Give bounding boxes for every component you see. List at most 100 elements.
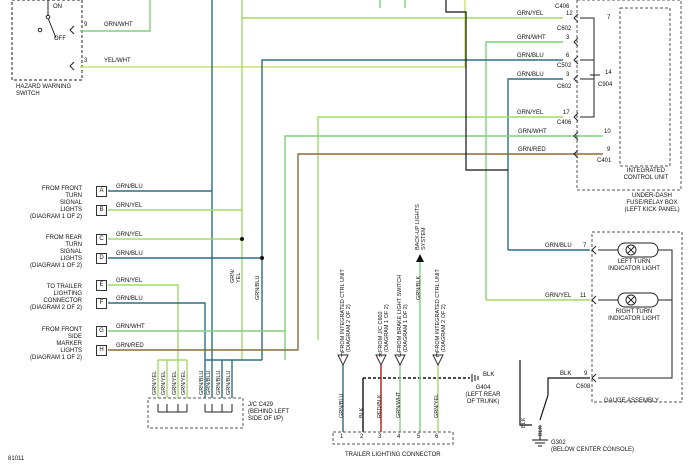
connector-c608: C608 [576,384,591,390]
trailer-src-text-1: FROM INTEGRATED CTRL UNIT (DIAGRAM 2 OF … [340,269,352,352]
wire-grn-yel-17 [317,116,563,340]
switch-pin-3: 3 [84,58,88,64]
trailer-source-arrows [337,354,444,367]
wire-yel-wht-switch [80,0,466,68]
gauge-left-pin: 7 [583,243,587,249]
wire-label-a: GRN/BLU [116,184,143,190]
wire-e-grn-yel [108,284,179,360]
switch-pos-off: OFF [54,36,66,42]
jc-wire-5: GRN/BLU [199,370,205,395]
wire-grn-wht-3 [485,41,563,300]
jc-wire-2: GRN/YEL [161,370,167,395]
jc-c429-wires [157,359,262,398]
jc-c429-outline [147,397,244,429]
right-wire-pin-3: 6 [566,53,570,59]
gauge-internals [591,242,673,383]
gauge-right-wire: GRN/YEL [545,293,572,299]
left-group-rear-turn: FROM REAR TURN SIGNAL LIGHTS (DIAGRAM 1 … [29,235,82,269]
connector-c602b: C602 [557,84,572,90]
trailer-src-pin-j: J [398,353,401,359]
trailer-src-pin-e: E [435,353,440,359]
trailer-wire-6: GRN/YEL [434,393,440,418]
mid-label-grn-blu: GRN/BLU [255,275,261,300]
pin-d: D [96,253,107,264]
g302-label: G302 (BELOW CENTER CONSOLE) [551,440,635,453]
trailer-title: TRAILER LIGHTING CONNECTOR [345,452,441,458]
right-wire-label-4: GRN/BLU [517,72,544,78]
left-group-front-turn: FROM FRONT TURN SIGNAL LIGHTS (DIAGRAM 1… [29,186,82,220]
gauge-left-wire: GRN/BLU [545,243,572,249]
wire-label-f: GRN/BLU [116,296,143,302]
gauge-left-indicator-label: LEFT TURN INDICATOR LIGHT [608,259,660,272]
wire-label-c: GRN/YEL [116,232,143,238]
right-wire-label-7: GRN/RED [518,147,546,153]
pin-f: F [96,298,107,309]
trailer-pin-4: 4 [397,434,401,440]
wire-label-e: GRN/YEL [116,278,143,284]
backup-arrow [416,254,424,262]
right-wire-pin-2: 3 [566,35,570,41]
right-wire-pin-6: 10 [604,129,611,135]
trailer-connector-outline [332,431,454,445]
wire-g302-left [519,360,532,426]
fuse-box-pin-7: 7 [607,15,611,21]
right-wire-label-5: GRN/YEL [517,110,544,116]
hazard-switch-symbol [11,0,83,81]
right-wire-pin-5: 17 [563,110,570,116]
pin-b: B [96,205,107,216]
right-wire-label-2: GRN/WHT [517,35,546,41]
right-wire-pin-1: 12 [566,11,573,17]
splice-dot-2 [260,256,264,260]
ground-g302-symbol [532,425,548,447]
wire-black-fuse [445,0,508,171]
gauge-blk-wire: BLK [560,371,572,377]
right-wire-pin-4: 3 [566,72,570,78]
pin-c: C [96,234,107,245]
icu-label: INTEGRATED CONTROL UNIT [623,168,669,181]
right-wire-label-6: GRN/WHT [518,129,547,135]
trailer-src-pin-k: K [378,353,383,359]
gauge-right-pin: 11 [580,293,587,299]
wire-grn-wht-switch [80,0,151,32]
trailer-wire-2: BLK [359,407,365,418]
pin-e: E [96,280,107,291]
trailer-wire-5: GRN/BLK [416,275,422,300]
gauge-title: GAUGE ASSEMBLY [604,398,659,404]
trailer-pin-6: 6 [435,434,439,440]
right-wire-label-3: GRN/BLU [517,53,544,59]
connector-c904: C904 [598,82,613,88]
connector-c406-top: C406 [555,4,570,10]
jc-title: J/C C429 (BEHIND LEFT SIDE OF I/P) [248,402,290,422]
trailer-pin-3: 3 [378,434,382,440]
switch-pin-9: 9 [84,22,88,28]
wire-gauge-blk [539,377,590,421]
icu-outline [619,7,671,167]
trailer-src-text-3: FROM J/C C602 (DIAGRAM 1 OF 2) [378,304,390,352]
trailer-src-text-4: FROM BRAKE LIGHT SWITCH (DIAGRAM 1 OF 2) [397,274,409,352]
g302-wire-right: BLK [538,425,544,436]
pin-g: G [96,326,107,337]
trailer-wire-1: GRN/BLU [339,393,345,418]
switch-wire-yel-wht: YEL/WHT [104,58,131,64]
wire-grn-blu-3 [507,78,563,250]
trailer-wire-4: GRN/WHT [396,391,402,418]
jc-wire-1: GRN/YEL [152,370,158,395]
jc-wire-6: GRN/BLU [206,370,212,395]
trailer-src-text-6: FROM INTEGRATED CTRL UNIT (DIAGRAM 2 OF … [435,269,447,352]
right-wire-label-1: GRN/YEL [517,11,544,17]
ground-g404-symbol [471,374,479,382]
switch-pos-on: ON [53,4,62,10]
g404-label: G404 (LEFT REAR OF TRUNK) [465,385,501,405]
trailer-wires [342,260,470,432]
gauge-blk-pin: 9 [584,371,588,377]
switch-wire-grn-wht: GRN/WHT [104,22,133,28]
wire-grn-red-9 [297,153,603,350]
jc-wire-7: GRN/BLU [216,370,222,395]
g302-wire-left: BLK [521,417,527,428]
figure-id: 81011 [8,456,25,462]
mid-label-grn-yel: GRN/ YEL [230,269,242,283]
fuse-box-title: UNDER-DASH FUSE/RELAY BOX (LEFT KICK PAN… [624,193,680,213]
wire-grn-wht-10 [284,135,603,360]
